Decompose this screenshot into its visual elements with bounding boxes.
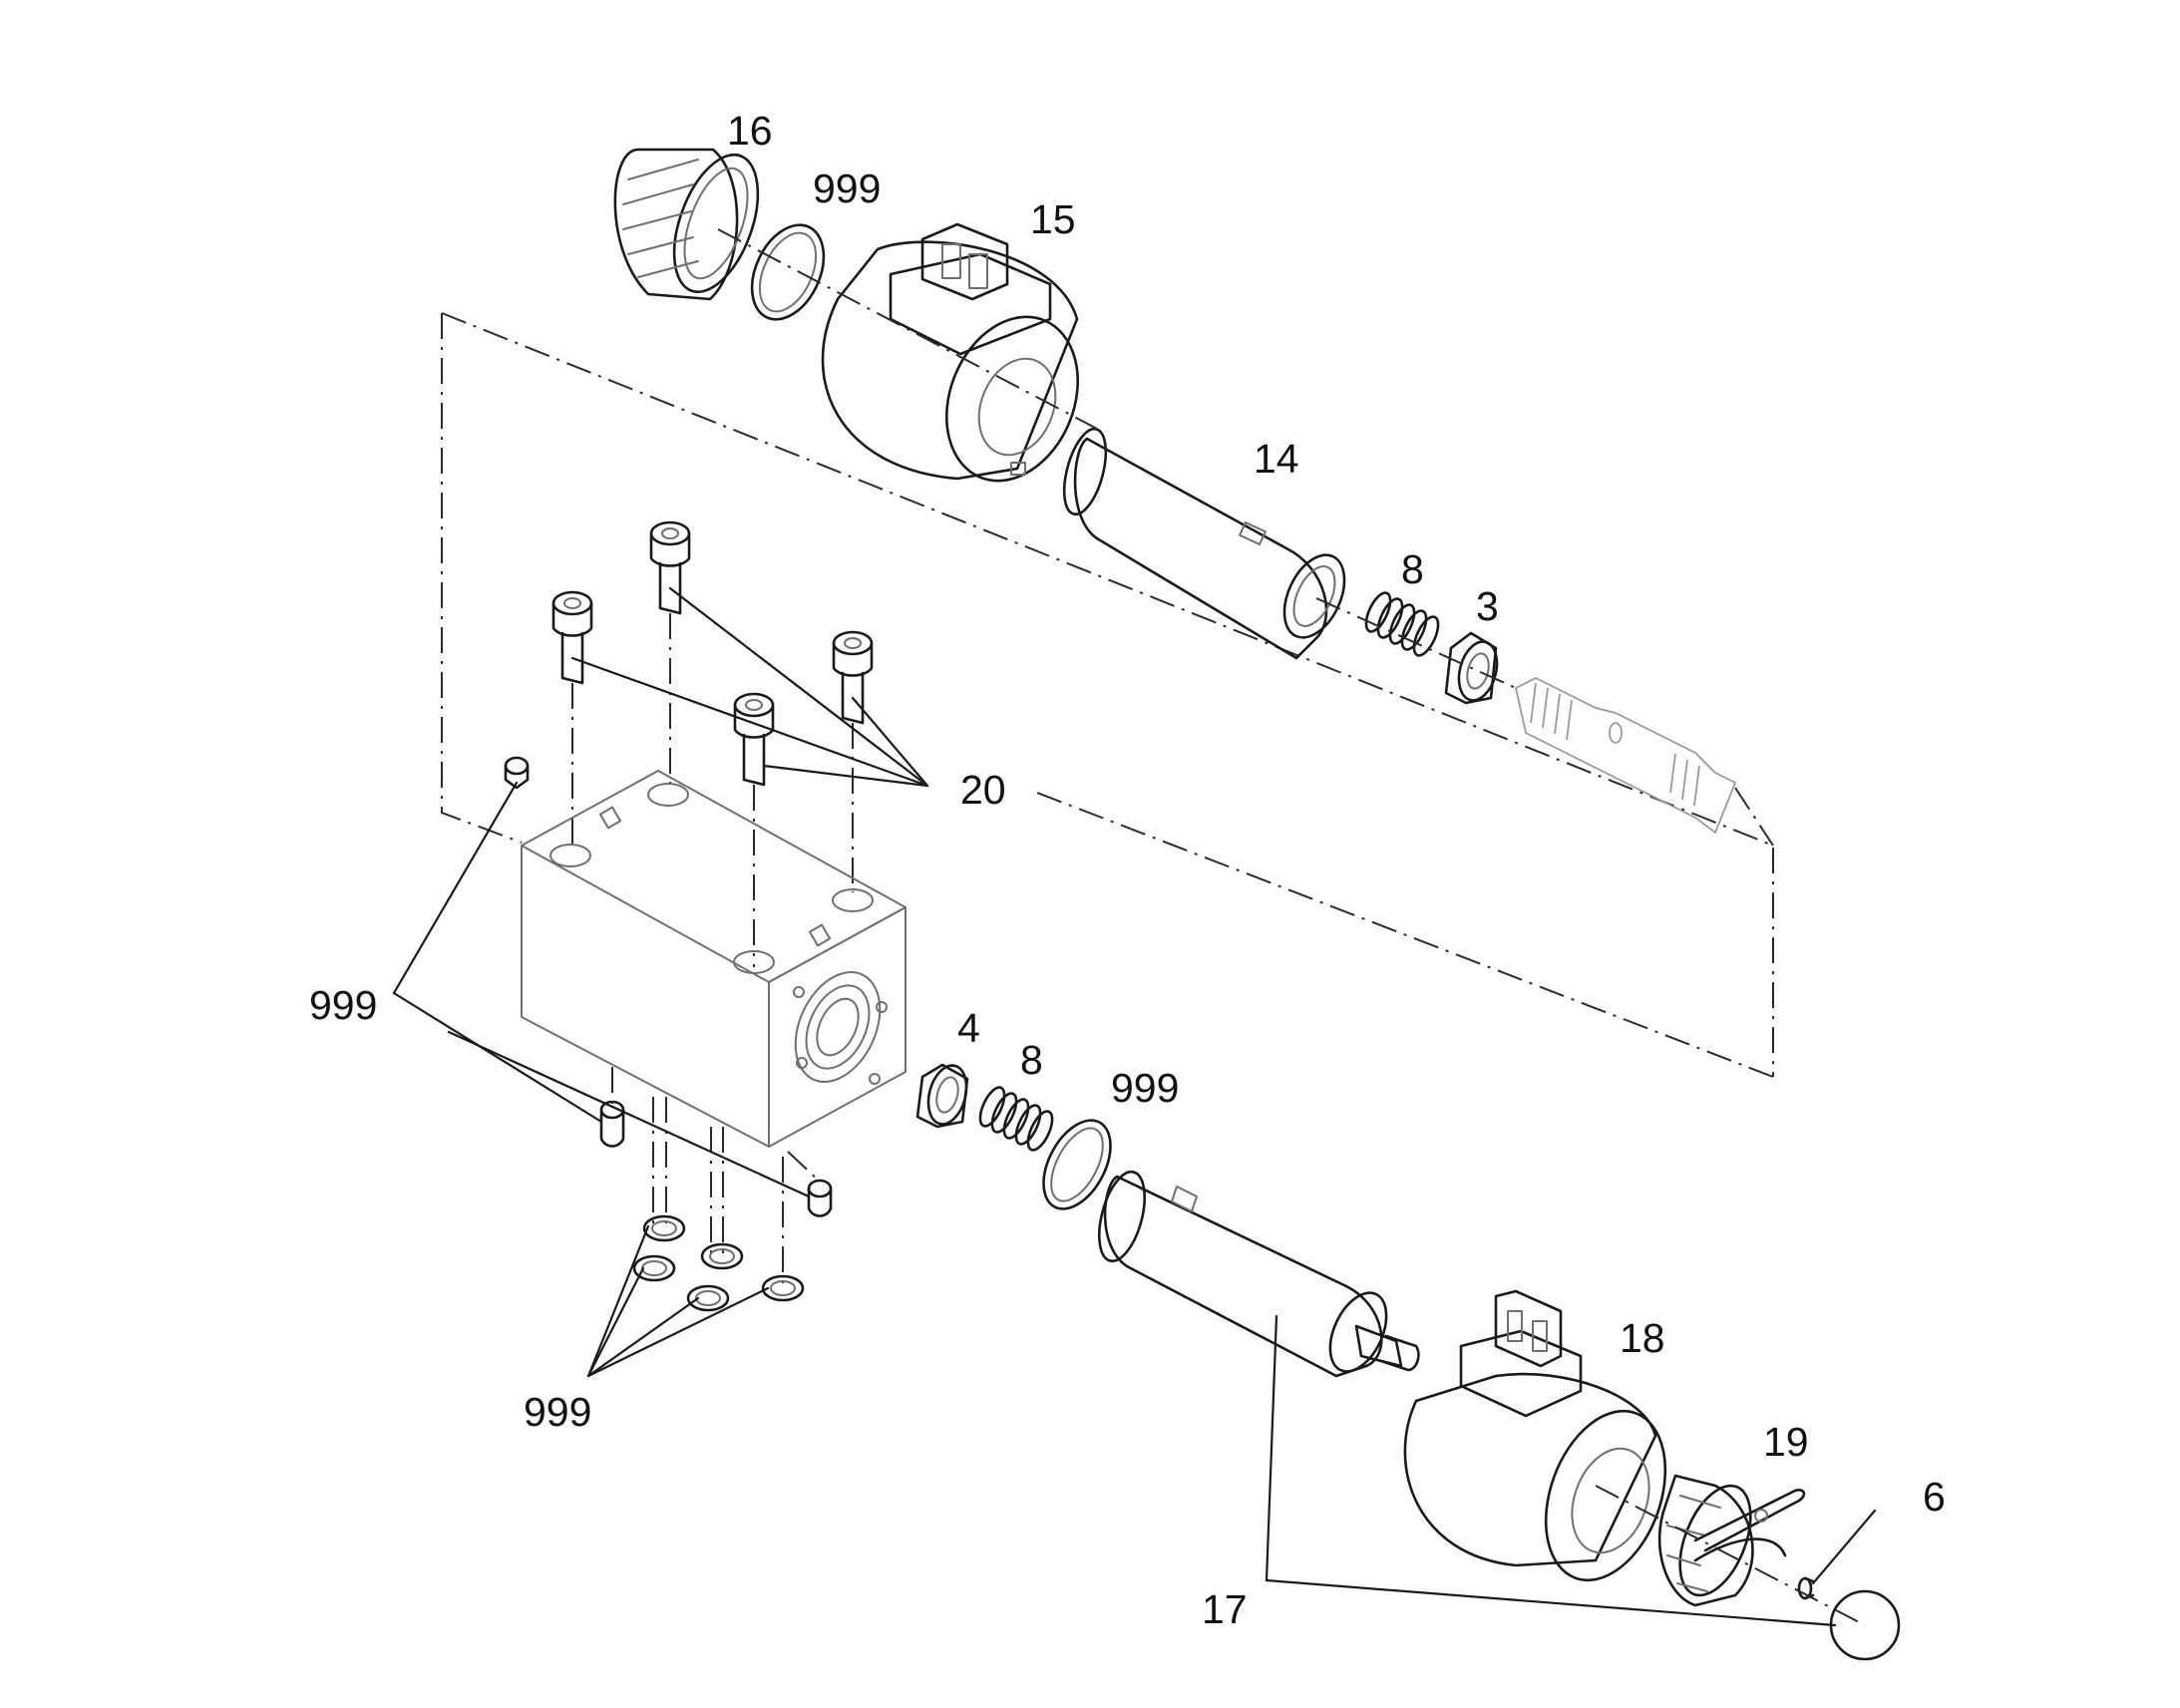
callout-15: 15: [1030, 196, 1076, 242]
callout-6: 6: [1923, 1474, 1946, 1520]
leader-lines: [392, 586, 1877, 1627]
callout-8-top: 8: [1401, 546, 1424, 592]
part-14-armature-tube-top: [1062, 427, 1346, 660]
valve-body-block: [521, 770, 907, 1148]
part-20-cap-screws: [551, 520, 874, 967]
callout-3: 3: [1476, 583, 1499, 629]
part-17-armature-tube-bottom: [1098, 1170, 1420, 1378]
part-999-ring-bottom: [1042, 1119, 1112, 1210]
part-999-seals: [632, 1097, 805, 1312]
callout-999-seals: 999: [524, 1389, 591, 1435]
callout-14: 14: [1254, 436, 1299, 482]
callout-999-ring-bottom: 999: [1111, 1065, 1179, 1111]
callout-16: 16: [727, 108, 773, 154]
part-16-knurled-nut: [613, 148, 760, 301]
part-3-bushing-top: [1444, 631, 1499, 705]
valve-spool: [1514, 676, 1737, 835]
callout-17: 17: [1202, 1586, 1248, 1632]
callout-19: 19: [1763, 1419, 1809, 1465]
callout-8-bottom: 8: [1020, 1037, 1043, 1083]
part-8-spring-bottom: [978, 1086, 1054, 1152]
callout-999-left: 999: [309, 982, 377, 1028]
part-8-spring-top: [1364, 591, 1440, 657]
part-999-plugs: [504, 756, 833, 1217]
part-4-bushing-bottom: [915, 1063, 969, 1129]
callout-labels: 16 999 15 14 8 3 20 999 4 8 999 18 19 6 …: [309, 108, 1946, 1632]
part-15-solenoid-coil-top: [821, 222, 1080, 483]
callout-20: 20: [960, 767, 1006, 813]
part-999-ring-top: [750, 223, 826, 321]
callout-18: 18: [1620, 1315, 1665, 1361]
assembly-boundary: [441, 312, 1774, 1078]
part-18-solenoid-coil-bottom: [1403, 1289, 1667, 1582]
part-19-manual-override-nut: [1657, 1474, 1806, 1607]
axis-center-lines: [717, 228, 1866, 1626]
callout-999-ring-top: 999: [813, 166, 881, 211]
callout-4: 4: [957, 1005, 980, 1051]
